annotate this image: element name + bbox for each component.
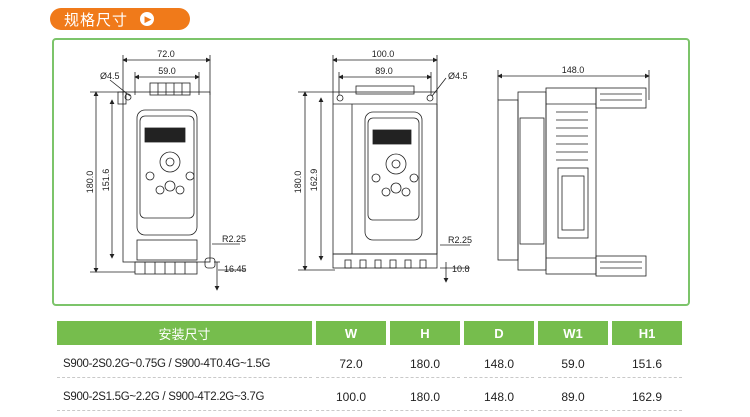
w-cell: 72.0 <box>316 351 386 378</box>
header-d: D <box>464 321 534 345</box>
dim-depth-side: 148.0 <box>562 65 585 75</box>
d-cell: 148.0 <box>464 384 534 411</box>
dim-inner-height-small: 151.6 <box>101 169 111 192</box>
header-h1: H1 <box>612 321 682 345</box>
header-h: H <box>390 321 460 345</box>
w-cell: 100.0 <box>316 384 386 411</box>
dim-height-small: 180.0 <box>85 171 95 194</box>
play-arrow-icon: ▶ <box>140 12 155 26</box>
section-title-tag: 规格尺寸 ▶ <box>50 8 190 30</box>
h-cell: 180.0 <box>390 384 460 411</box>
d-cell: 148.0 <box>464 351 534 378</box>
model-cell: S900-2S0.2G~0.75G / S900-4T0.4G~1.5G <box>57 351 312 378</box>
dim-radius-small: R2.25 <box>222 234 246 244</box>
h-cell: 180.0 <box>390 351 460 378</box>
dim-height-large: 180.0 <box>293 171 303 194</box>
model-cell: S900-2S1.5G~2.2G / S900-4T2.2G~3.7G <box>57 384 312 411</box>
table-header-row: 安装尺寸 W H D W1 H1 <box>57 321 682 345</box>
dim-inner-height-large: 162.9 <box>309 169 319 192</box>
header-install-size: 安装尺寸 <box>57 321 312 345</box>
dim-inner-width-large: 89.0 <box>375 66 393 76</box>
w1-cell: 89.0 <box>538 384 608 411</box>
header-w: W <box>316 321 386 345</box>
dimension-drawings: 72.0 59.0 Ø4.5 180.0 151.6 R2.25 16.45 1… <box>85 49 650 291</box>
drawing-frame <box>52 38 690 306</box>
dim-radius-large: R2.25 <box>448 235 472 245</box>
h1-cell: 151.6 <box>612 351 682 378</box>
dim-hole-small: Ø4.5 <box>100 71 120 81</box>
dim-offset-large: 10.8 <box>452 264 470 274</box>
section-title: 规格尺寸 <box>64 10 129 29</box>
dim-offset-small: 16.45 <box>224 264 247 274</box>
front-view-small <box>90 55 245 291</box>
w1-cell: 59.0 <box>538 351 608 378</box>
dim-width-small: 72.0 <box>157 49 175 59</box>
h1-cell: 162.9 <box>612 384 682 411</box>
spec-table: 安装尺寸 W H D W1 H1 S900-2S0.2G~0.75G / S90… <box>53 315 686 417</box>
dim-inner-width-small: 59.0 <box>158 66 176 76</box>
header-w1: W1 <box>538 321 608 345</box>
dim-hole-large: Ø4.5 <box>448 71 468 81</box>
table-row: S900-2S0.2G~0.75G / S900-4T0.4G~1.5G 72.… <box>57 351 682 378</box>
front-view-large <box>298 55 470 283</box>
table-row: S900-2S1.5G~2.2G / S900-4T2.2G~3.7G 100.… <box>57 384 682 411</box>
side-view <box>497 70 650 277</box>
dim-width-large: 100.0 <box>372 49 395 59</box>
